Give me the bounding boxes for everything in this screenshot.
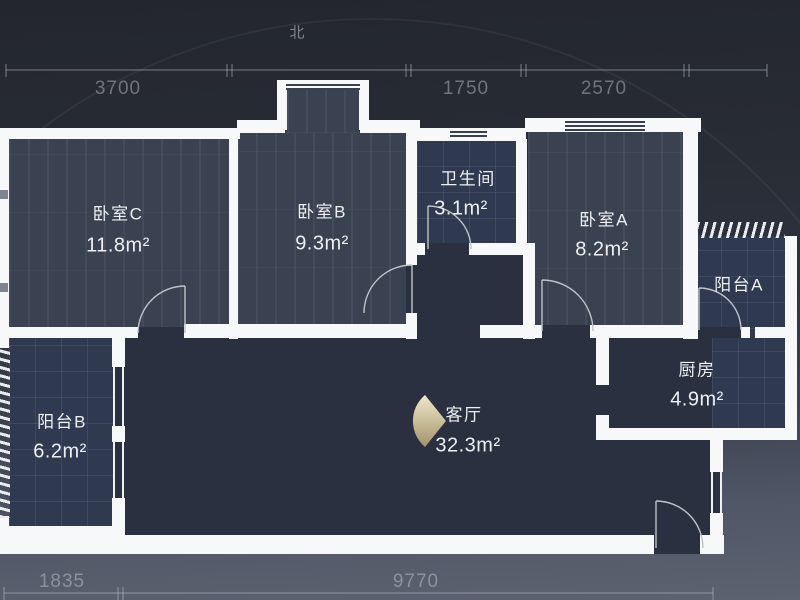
wall bbox=[229, 130, 238, 339]
wall bbox=[112, 426, 125, 442]
wall bbox=[0, 128, 9, 348]
room-label-bedroom-b: 卧室B bbox=[297, 202, 347, 222]
bay-window-frame bbox=[359, 80, 369, 130]
room-label-living: 客厅 bbox=[445, 405, 483, 425]
dimension-label: 1750 bbox=[442, 78, 490, 99]
wall bbox=[406, 139, 417, 265]
bedroom-a-window bbox=[565, 121, 645, 123]
wall bbox=[406, 243, 425, 255]
wall bbox=[608, 428, 797, 440]
room-area-bathroom: 3.1m² bbox=[434, 197, 488, 220]
wall bbox=[0, 128, 240, 139]
wall bbox=[785, 236, 797, 438]
entry-door-gap bbox=[654, 533, 700, 554]
room-bedroom-c-floor bbox=[9, 139, 231, 329]
wall bbox=[184, 324, 412, 338]
room-bathroom-floor bbox=[417, 140, 518, 245]
door-bedroom-c bbox=[137, 285, 186, 334]
room-area-bedroom-c: 11.8m² bbox=[86, 234, 150, 257]
bay-window-frame bbox=[277, 80, 287, 130]
bathroom-window bbox=[450, 131, 487, 133]
wall-window-notch bbox=[0, 190, 8, 199]
room-area-bedroom-a: 8.2m² bbox=[575, 238, 629, 261]
wall bbox=[710, 513, 723, 554]
door-gap bbox=[695, 327, 742, 338]
wall bbox=[469, 243, 523, 255]
room-area-bedroom-b: 9.3m² bbox=[295, 232, 349, 255]
dimension-ticks-bottom bbox=[3, 587, 714, 600]
room-area-living: 32.3m² bbox=[435, 434, 501, 457]
bathroom-window bbox=[450, 135, 487, 137]
balcony-b-sliding-window bbox=[113, 367, 124, 426]
room-area-balcony-b: 6.2m² bbox=[33, 440, 87, 463]
dimension-label: 9770 bbox=[392, 571, 440, 592]
dimension-label: 3700 bbox=[94, 78, 142, 99]
door-gap bbox=[541, 325, 591, 338]
door-entry bbox=[655, 500, 704, 549]
hallway-floor bbox=[406, 249, 523, 337]
balcony-b-sliding-window bbox=[113, 442, 124, 498]
wall bbox=[755, 327, 787, 338]
room-label-balcony-a: 阳台A bbox=[714, 275, 764, 295]
bay-window-glazing bbox=[286, 88, 360, 90]
viewpoint-marker[interactable] bbox=[412, 395, 446, 447]
room-label-kitchen: 厨房 bbox=[678, 360, 716, 380]
room-bedroom-b-floor bbox=[237, 131, 408, 326]
wall bbox=[480, 325, 542, 338]
dimension-label: 1835 bbox=[38, 571, 86, 592]
room-balcony-b-floor bbox=[9, 337, 115, 528]
room-balcony-a-floor bbox=[695, 236, 787, 329]
compass-arc-decoration bbox=[0, 18, 800, 600]
living-room-window bbox=[711, 472, 722, 513]
room-label-bedroom-a: 卧室A bbox=[579, 210, 629, 230]
room-label-bathroom: 卫生间 bbox=[440, 169, 496, 189]
wall bbox=[0, 526, 125, 554]
wall bbox=[710, 436, 723, 472]
bedroom-a-window bbox=[565, 125, 645, 127]
balcony-a-folding-window bbox=[697, 222, 785, 238]
room-label-bedroom-c: 卧室C bbox=[92, 204, 144, 224]
door-bedroom-b bbox=[363, 264, 413, 314]
wall bbox=[112, 337, 125, 367]
wall bbox=[683, 118, 698, 339]
wall bbox=[516, 139, 527, 249]
dimension-ticks-top bbox=[5, 64, 768, 77]
bedroom-a-window bbox=[565, 129, 645, 131]
wall bbox=[608, 327, 697, 338]
wall bbox=[406, 128, 526, 141]
wall bbox=[360, 120, 420, 133]
kitchen-opening bbox=[596, 384, 609, 416]
room-label-balcony-b: 阳台B bbox=[37, 412, 87, 432]
room-bedroom-a-floor bbox=[528, 132, 685, 327]
wall bbox=[741, 327, 750, 338]
bay-window-glazing bbox=[286, 84, 360, 86]
door-bedroom-a bbox=[541, 279, 594, 332]
door-bathroom bbox=[427, 205, 472, 250]
wall bbox=[596, 337, 609, 385]
door-gap bbox=[137, 327, 185, 339]
wall bbox=[112, 535, 654, 554]
north-label: 北 bbox=[289, 24, 305, 42]
door-gap bbox=[424, 243, 470, 255]
wall bbox=[8, 327, 138, 338]
wall bbox=[237, 120, 285, 133]
wall-window-notch bbox=[0, 283, 8, 292]
bay-window-nook-floor bbox=[287, 88, 359, 133]
door-balcony-a bbox=[698, 287, 742, 331]
balcony-b-folding-window bbox=[0, 346, 10, 518]
wall bbox=[523, 243, 535, 339]
dimension-label: 2570 bbox=[580, 78, 628, 99]
room-area-kitchen: 4.9m² bbox=[670, 388, 724, 411]
wall bbox=[596, 415, 609, 440]
